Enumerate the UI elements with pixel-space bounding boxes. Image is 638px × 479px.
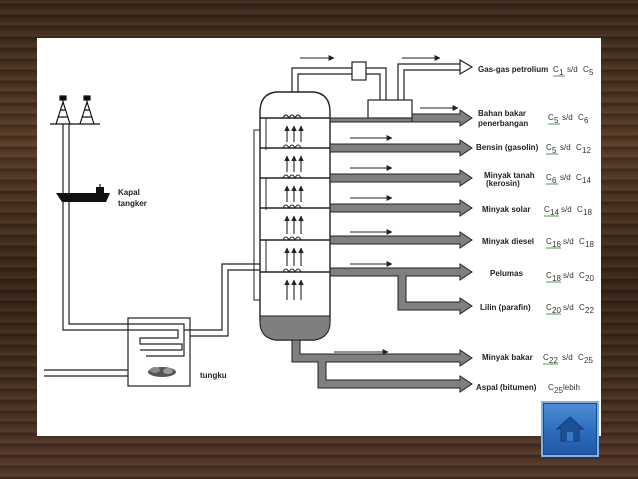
gas-outlet-pipe — [397, 63, 460, 100]
range-8-from: C — [546, 303, 552, 312]
range-7-sep: s/d — [563, 271, 574, 280]
range-6-to-sub: 18 — [585, 240, 594, 249]
range-5-to: C — [577, 205, 583, 214]
range-6-from-sub: 16 — [552, 240, 561, 249]
flow-indicator-arrows — [300, 55, 459, 355]
product-name-2a: Bahan bakar — [478, 109, 526, 118]
range-7-from-sub: 18 — [552, 274, 561, 283]
range-8-to: C — [579, 303, 585, 312]
range-10-from-sub: 25 — [554, 386, 563, 395]
ship-label-2: tangker — [118, 199, 147, 208]
range-4-from: C — [546, 173, 552, 182]
range-1-to: C — [583, 65, 589, 74]
range-5-sep: s/d — [561, 205, 572, 214]
range-10-sep: lebih — [563, 383, 580, 392]
range-3-to-sub: 12 — [582, 146, 591, 155]
range-1-sep: s/d — [567, 65, 578, 74]
range-7-to-sub: 20 — [585, 274, 594, 283]
product-name-1: Gas-gas petrolium — [478, 65, 548, 74]
range-3-to: C — [576, 143, 582, 152]
range-8-sep: s/d — [563, 303, 574, 312]
product-name-3: Bensin (gasolin) — [476, 143, 539, 152]
home-icon — [555, 416, 585, 442]
product-name-2b: penerbangan — [478, 119, 528, 128]
range-9-to-sub: 25 — [584, 356, 593, 365]
range-9-sep: s/d — [562, 353, 573, 362]
range-5-to-sub: 18 — [583, 208, 592, 217]
condenser-valve — [351, 61, 367, 81]
product-name-6: Minyak diesel — [482, 237, 534, 246]
range-3-sep: s/d — [560, 143, 571, 152]
product-name-7: Pelumas — [490, 269, 523, 278]
range-7-from: C — [546, 271, 552, 280]
range-7-to: C — [579, 271, 585, 280]
range-9-from: C — [543, 353, 549, 362]
product-name-4b: (kerosin) — [486, 179, 520, 188]
distillation-column — [253, 91, 331, 341]
product-labels: Gas-gas petrolium Bahan bakar penerbanga… — [476, 65, 548, 392]
range-5-from-sub: 14 — [550, 208, 559, 217]
range-6-from: C — [546, 237, 552, 246]
range-2-sep: s/d — [562, 113, 573, 122]
crude-oil-pipe — [62, 124, 128, 331]
range-3-from: C — [546, 143, 552, 152]
range-1-from: C — [553, 65, 559, 74]
bubble-caps — [282, 114, 302, 274]
top-gas-pipe — [291, 67, 387, 100]
range-1-to-sub: 5 — [589, 68, 594, 77]
range-8-to-sub: 22 — [585, 306, 594, 315]
vapor-up-arrows — [284, 125, 304, 300]
oil-rig-icon — [50, 95, 100, 125]
condenser-box — [367, 99, 413, 119]
range-10-from: C — [548, 383, 554, 392]
carbon-ranges: C 1 s/d C 5 C 5 s/d C 6 C 5 s/d C 12 C 6… — [543, 65, 594, 395]
home-button[interactable] — [541, 401, 599, 457]
ship-label-1: Kapal — [118, 188, 140, 197]
range-2-from: C — [548, 113, 554, 122]
range-4-to: C — [576, 173, 582, 182]
range-9-from-sub: 22 — [549, 356, 558, 365]
product-name-4a: Minyak tanah — [484, 171, 535, 180]
range-2-to: C — [578, 113, 584, 122]
range-5-from: C — [544, 205, 550, 214]
range-6-to: C — [579, 237, 585, 246]
range-4-from-sub: 6 — [552, 176, 557, 185]
feed-pipe — [184, 263, 260, 337]
product-name-9: Minyak bakar — [482, 353, 533, 362]
gas-outlet-arrowhead — [459, 58, 474, 76]
range-2-from-sub: 5 — [554, 116, 559, 125]
range-4-to-sub: 14 — [582, 176, 591, 185]
range-8-from-sub: 20 — [552, 306, 561, 315]
range-6-sep: s/d — [563, 237, 574, 246]
product-name-5: Minyak solar — [482, 205, 530, 214]
range-4-sep: s/d — [560, 173, 571, 182]
product-pipes — [291, 109, 473, 393]
range-3-from-sub: 5 — [552, 146, 557, 155]
product-name-10: Aspal (bitumen) — [476, 383, 537, 392]
range-9-to: C — [578, 353, 584, 362]
tanker-ship-icon — [56, 184, 110, 202]
range-1-from-sub: 1 — [559, 68, 564, 77]
product-name-8: Lilin (parafin) — [480, 303, 531, 312]
range-2-to-sub: 6 — [584, 116, 589, 125]
furnace-label: tungku — [200, 371, 227, 380]
furnace-flame-icon — [148, 367, 176, 377]
